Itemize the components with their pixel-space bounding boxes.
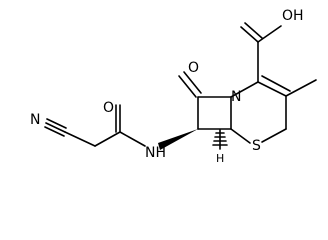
ketone-group [178, 71, 202, 98]
stereo-h-label: H [216, 152, 224, 165]
structure-canvas: O OH N S N NH O H [30, 8, 317, 165]
thiazine-ring [230, 75, 291, 144]
side-chain [44, 104, 198, 150]
methyl-group [285, 79, 317, 97]
molecule-diagram: O OH N S N NH O H [30, 8, 317, 165]
carboxyl-group [240, 22, 282, 83]
nitrogen-ring-label: N [231, 89, 241, 105]
sulfur-label: S [252, 138, 261, 154]
oxygen-ketone-label: O [188, 60, 199, 76]
amide-nh-label: NH [145, 145, 166, 161]
nitrile-n-label: N [30, 112, 40, 128]
amide-o-label: O [103, 100, 114, 116]
beta-lactam-ring [197, 96, 232, 130]
carboxyl-oh-label: OH [282, 8, 304, 24]
stereo-hash-bond [212, 129, 228, 150]
